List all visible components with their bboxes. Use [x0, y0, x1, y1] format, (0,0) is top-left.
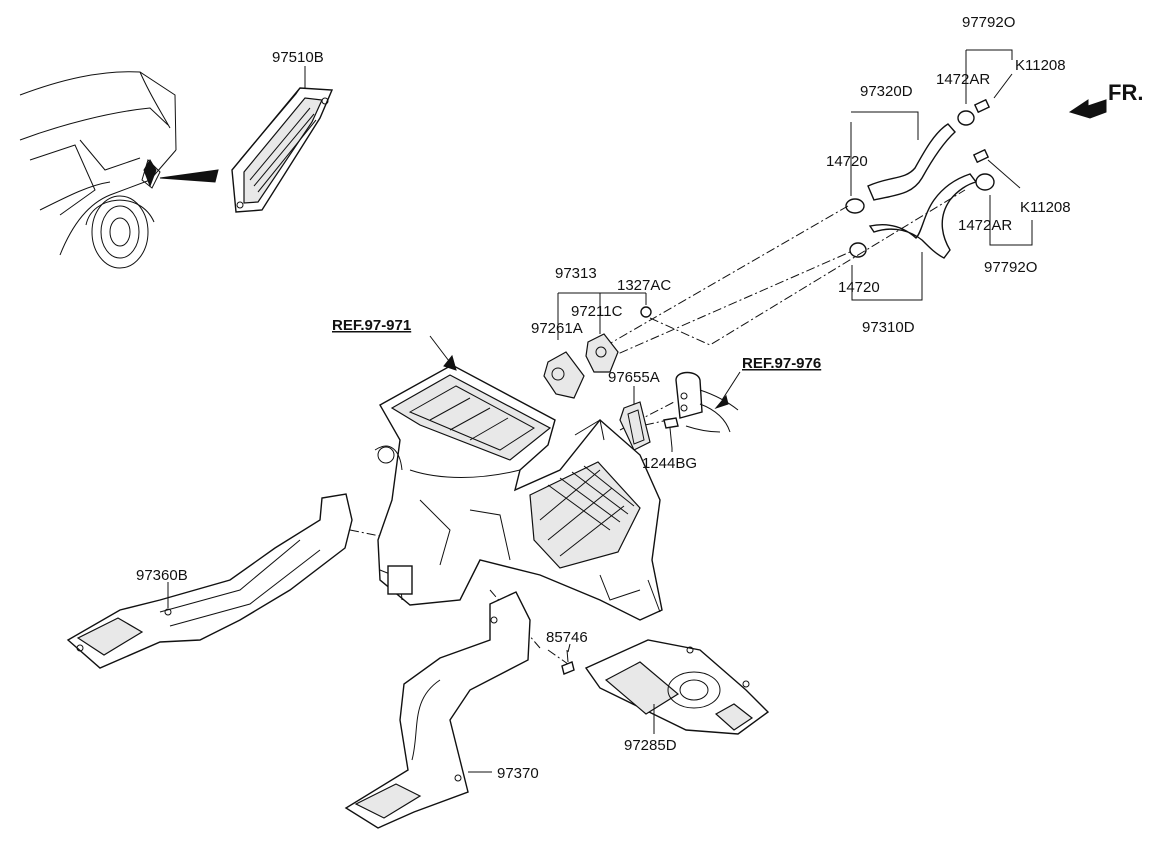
part-97370-duct: [344, 591, 531, 829]
leaders-hoses: [850, 49, 1033, 301]
ref-label-97-971: REF.97-971: [332, 317, 411, 334]
part-97655A-seal: [619, 401, 651, 451]
hvac-housing: [374, 364, 663, 621]
car-outline-illustration: [19, 71, 219, 269]
label-97285D: 97285D: [624, 737, 677, 754]
part-1244BG-bolt: [663, 417, 679, 449]
part-85746-screw: [561, 649, 575, 675]
label-97320D: 97320D: [860, 83, 913, 100]
label-97792O-top: 97792O: [962, 14, 1015, 31]
leader-ref-97-976: [721, 371, 741, 401]
part-97360B-duct: [66, 493, 353, 669]
label-1472AR-bottom: 1472AR: [958, 217, 1012, 234]
part-97510B-vent-grille: [231, 87, 334, 213]
label-97370: 97370: [497, 765, 539, 782]
clamp-1472AR-top: [957, 98, 991, 126]
label-K11208-bottom: K11208: [1020, 199, 1071, 216]
label-1327AC: 1327AC: [617, 277, 671, 294]
label-K11208-top: K11208: [1015, 57, 1066, 74]
front-direction-arrow: [1068, 99, 1107, 119]
label-97211C: 97211C: [571, 303, 623, 320]
leader-85746: [567, 643, 571, 653]
clamp-1472AR-bottom: [972, 148, 995, 191]
front-label: FR.: [1108, 80, 1143, 105]
part-97261A-gasket: [543, 351, 585, 399]
label-97792O-bottom: 97792O: [984, 259, 1037, 276]
label-1472AR-top: 1472AR: [936, 71, 990, 88]
part-97310D-hose: [868, 173, 978, 259]
label-97360B: 97360B: [136, 567, 188, 584]
expansion-valve-pipes: [675, 371, 739, 433]
label-97313: 97313: [555, 265, 597, 282]
part-97285D-bracket: [584, 639, 770, 735]
ref-label-97-976: REF.97-976: [742, 355, 821, 372]
clamp-14720-top: [845, 198, 865, 214]
label-14720-bottom: 14720: [838, 279, 880, 296]
label-97510B: 97510B: [272, 49, 324, 66]
clamp-14720-bottom: [849, 242, 867, 258]
label-97261A: 97261A: [531, 320, 583, 337]
part-97211C-gasket: [585, 333, 619, 373]
label-85746: 85746: [546, 629, 588, 646]
label-14720-top: 14720: [826, 153, 868, 170]
part-1327AC-nut: [640, 306, 652, 318]
label-97310D: 97310D: [862, 319, 915, 336]
label-1244BG: 1244BG: [642, 455, 697, 472]
leaders-97313: [557, 292, 647, 340]
part-97320D-hose: [867, 123, 956, 201]
label-97655A: 97655A: [608, 369, 660, 386]
